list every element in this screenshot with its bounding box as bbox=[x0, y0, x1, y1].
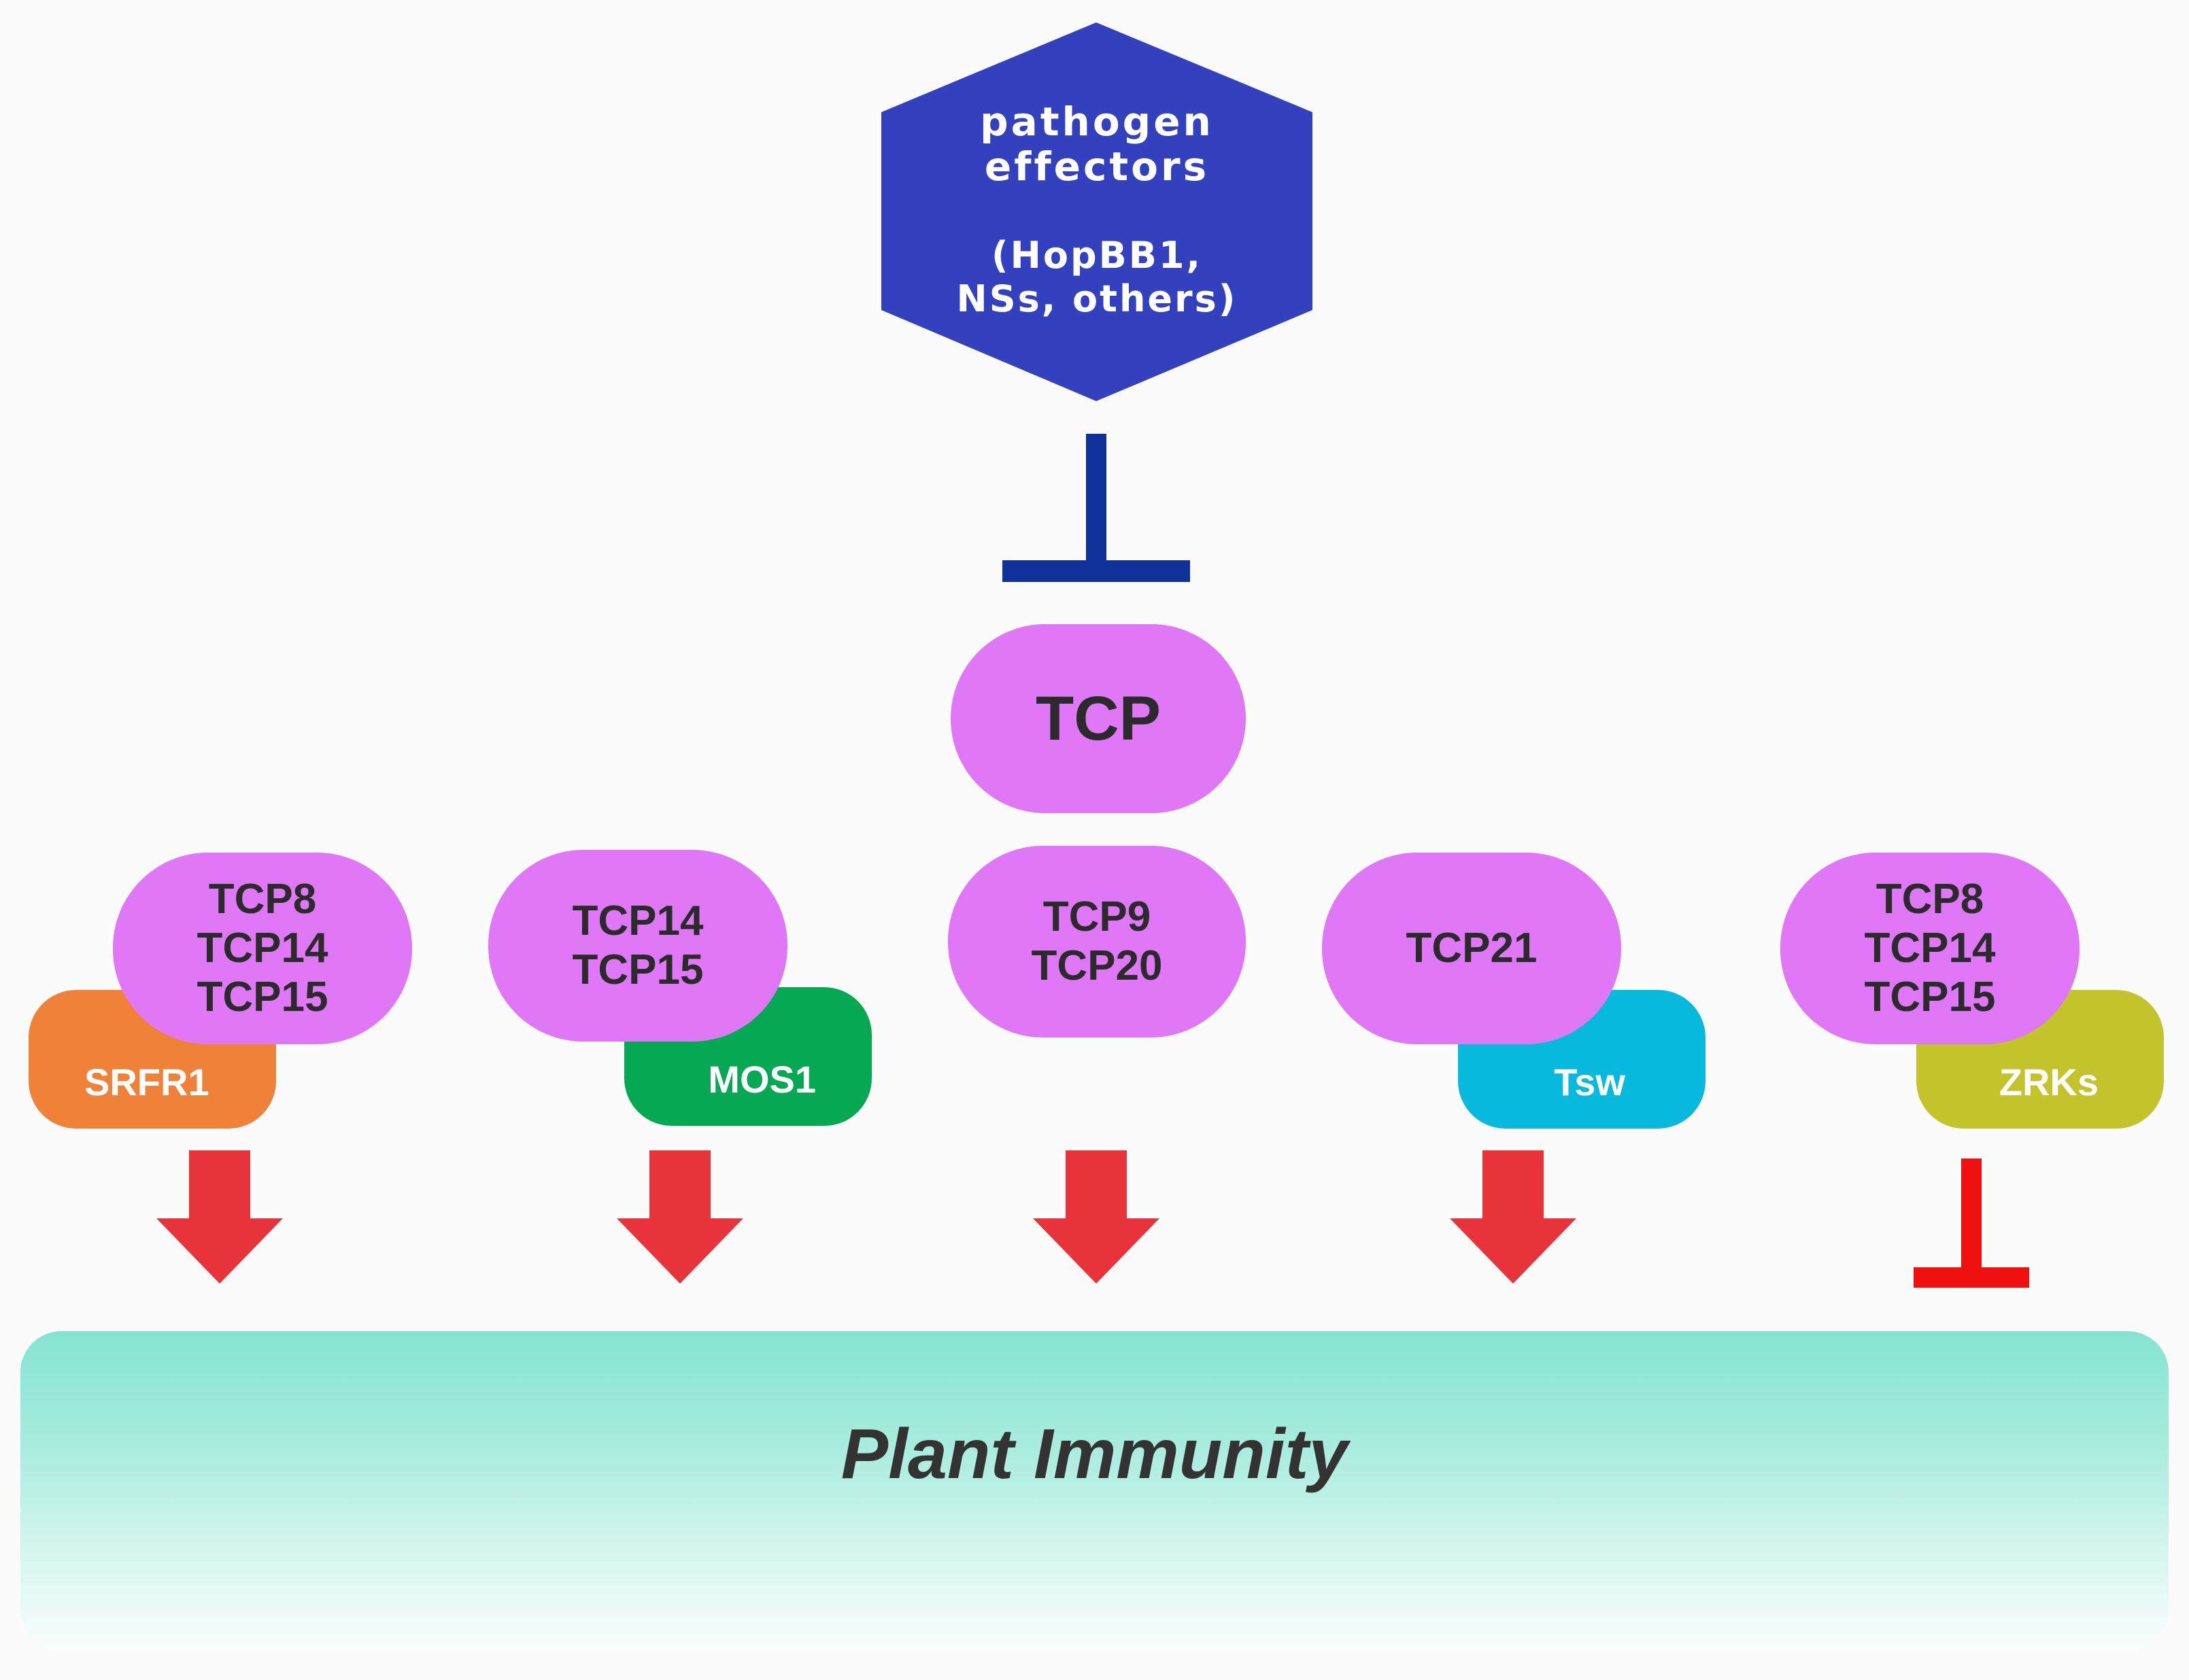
tcp8-14-15-node-srfr1: TCP8 TCP14 TCP15 bbox=[113, 853, 412, 1044]
tsw-arrow-down-icon bbox=[1450, 1150, 1576, 1284]
zrks-label: ZRKs bbox=[1999, 1061, 2099, 1103]
tcp-label: TCP14 bbox=[1864, 925, 1996, 972]
tcp-label: TCP14 bbox=[572, 897, 704, 944]
tcp-label: TCP21 bbox=[1406, 925, 1538, 972]
effector-title-line-1: pathogen bbox=[980, 99, 1214, 145]
effector-title: pathogen effectors bbox=[881, 99, 1312, 189]
tcp-label: TCP8 bbox=[208, 876, 317, 923]
plant-immunity-label: Plant Immunity bbox=[841, 1415, 1348, 1494]
tcp9-arrow-down-icon bbox=[1033, 1150, 1159, 1284]
plant-immunity-box bbox=[20, 1331, 2169, 1651]
effector-inhibition-icon bbox=[1002, 434, 1190, 582]
tcp14-15-node-mos1: TCP14 TCP15 bbox=[488, 850, 787, 1042]
tcp-label: TCP9 bbox=[1042, 893, 1151, 940]
effector-examples-line-1: (HopBB1, bbox=[991, 234, 1203, 277]
tcp8-14-15-node-zrks: TCP8 TCP14 TCP15 bbox=[1780, 853, 2080, 1044]
tcp-label: TCP15 bbox=[1864, 974, 1996, 1021]
srfr1-arrow-down-icon bbox=[156, 1150, 283, 1284]
effector-hexagon bbox=[881, 22, 1312, 401]
tcp-main-node: TCP bbox=[951, 624, 1246, 813]
tcp9-20-node: TCP9 TCP20 bbox=[948, 846, 1246, 1038]
tcp-label: TCP14 bbox=[197, 925, 328, 972]
tsw-label: Tsw bbox=[1554, 1061, 1625, 1103]
mos1-label: MOS1 bbox=[708, 1058, 816, 1101]
tcp21-node-tsw: TCP21 bbox=[1322, 853, 1621, 1044]
srfr1-label: SRFR1 bbox=[84, 1061, 209, 1103]
zrks-inhibition-icon bbox=[1914, 1159, 2029, 1288]
tcp-label: TCP15 bbox=[197, 974, 328, 1021]
effector-title-line-2: effectors bbox=[984, 143, 1210, 190]
tcp-label: TCP20 bbox=[1031, 942, 1163, 989]
tcp-label: TCP8 bbox=[1876, 876, 1984, 923]
mos1-arrow-down-icon bbox=[617, 1150, 743, 1284]
effector-examples-line-2: NSs, others) bbox=[956, 277, 1238, 320]
effector-examples: (HopBB1, NSs, others) bbox=[881, 234, 1312, 321]
tcp-label: TCP15 bbox=[572, 946, 704, 993]
